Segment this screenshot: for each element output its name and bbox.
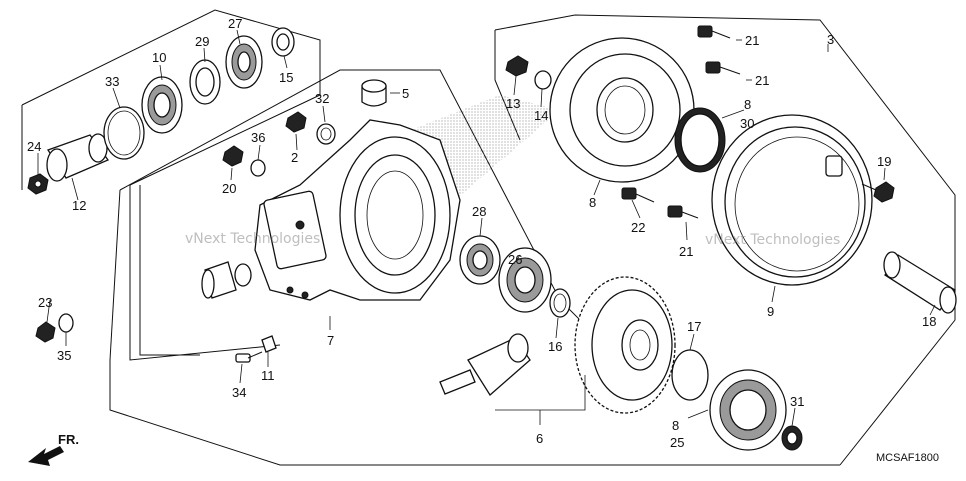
label-p3: 3: [827, 32, 834, 47]
part-labels: 3 5 6 7 8 8 8 9 10 11 12 13 14 15 16 17 …: [27, 16, 936, 450]
bolt-34-icon: [235, 351, 263, 363]
label-p8b: 8: [589, 195, 596, 210]
label-p18: 18: [922, 314, 936, 329]
cap-5-icon: [361, 79, 387, 107]
label-p27: 27: [228, 16, 242, 31]
label-p10: 10: [152, 50, 166, 65]
bolt-21c-icon: [667, 205, 699, 219]
diagram-code: MCSAF1800: [876, 452, 939, 464]
nut-23-icon: [35, 321, 56, 343]
seal-30-icon: [674, 107, 726, 173]
label-p13: 13: [506, 96, 520, 111]
label-p7: 7: [327, 333, 334, 348]
label-p22: 22: [631, 220, 645, 235]
cap-11-icon: [261, 335, 277, 353]
washer-16-icon: [549, 288, 571, 318]
bolt-2-icon: [285, 111, 307, 133]
bolt-13-icon: [505, 55, 529, 77]
washer-15-icon: [271, 27, 295, 57]
bearing-26-icon: [498, 247, 552, 313]
label-p11: 11: [261, 368, 275, 383]
bearing-27-icon: [225, 35, 263, 89]
label-p8a: 8: [744, 97, 751, 112]
label-p15: 15: [279, 70, 293, 85]
bolt-20-icon: [222, 145, 244, 167]
bearing-28-icon: [459, 235, 501, 285]
washer-14-icon: [534, 70, 552, 90]
ring-29-icon: [189, 59, 221, 105]
pinion-6-icon: [439, 333, 531, 396]
label-p24: 24: [27, 139, 41, 154]
label-p20: 20: [222, 181, 236, 196]
leader-lines: [37, 29, 936, 427]
label-p12: 12: [72, 198, 86, 213]
label-p16: 16: [548, 339, 562, 354]
group-outline-left: [21, 9, 321, 361]
label-p2: 2: [291, 150, 298, 165]
label-p29: 29: [195, 34, 209, 49]
label-p19: 19: [877, 154, 891, 169]
bolt-22-icon: [621, 187, 655, 203]
sleeve-18-icon: [883, 251, 957, 314]
bushing-icon: [201, 261, 237, 299]
label-p17: 17: [687, 319, 701, 334]
label-p26: 26: [508, 252, 522, 267]
seal-31-icon: [781, 425, 803, 451]
label-p32: 32: [315, 91, 329, 106]
watermark-right: vNext Technologies: [705, 232, 840, 248]
bolt-19-icon: [861, 181, 895, 203]
bolt-21a-icon: [697, 25, 731, 39]
group-outline-center: [109, 69, 840, 466]
label-p34: 34: [232, 385, 246, 400]
label-p36: 36: [251, 130, 265, 145]
label-p23: 23: [38, 295, 52, 310]
label-p28: 28: [472, 204, 486, 219]
label-p30: 30: [740, 116, 754, 131]
oring-33-icon: [103, 106, 145, 160]
label-p21c: 21: [679, 244, 693, 259]
label-p33: 33: [105, 74, 119, 89]
ring-gear-icon: [574, 276, 676, 414]
label-p21b: 21: [755, 73, 769, 88]
direction-label: FR.: [58, 432, 79, 447]
washer-36-icon: [250, 159, 266, 177]
circlip-17-icon: [671, 349, 709, 401]
washer-35-icon: [58, 313, 74, 333]
label-p6: 6: [536, 431, 543, 446]
bearing-25-icon: [709, 369, 787, 451]
bolt-21b-icon: [705, 61, 741, 75]
sleeve-12-icon: [46, 133, 110, 182]
cover-plate-8-icon: [549, 37, 695, 183]
seal-small-icon: [234, 263, 252, 287]
ring-cover-9-icon: [711, 114, 873, 286]
label-p9: 9: [767, 304, 774, 319]
label-p14: 14: [534, 108, 548, 123]
bearing-10-icon: [141, 76, 183, 134]
label-p31: 31: [790, 394, 804, 409]
label-p8c: 8: [672, 418, 679, 433]
nut-24-icon: [27, 173, 49, 195]
washer-32-icon: [316, 123, 336, 145]
label-p21a: 21: [745, 33, 759, 48]
label-p35: 35: [57, 348, 71, 363]
watermark-left: vNext Technologies: [185, 231, 320, 247]
label-p25: 25: [670, 435, 684, 450]
label-p5: 5: [402, 86, 409, 101]
housing-7-icon: [254, 119, 461, 301]
front-direction-arrow-icon: FR.: [28, 432, 79, 466]
